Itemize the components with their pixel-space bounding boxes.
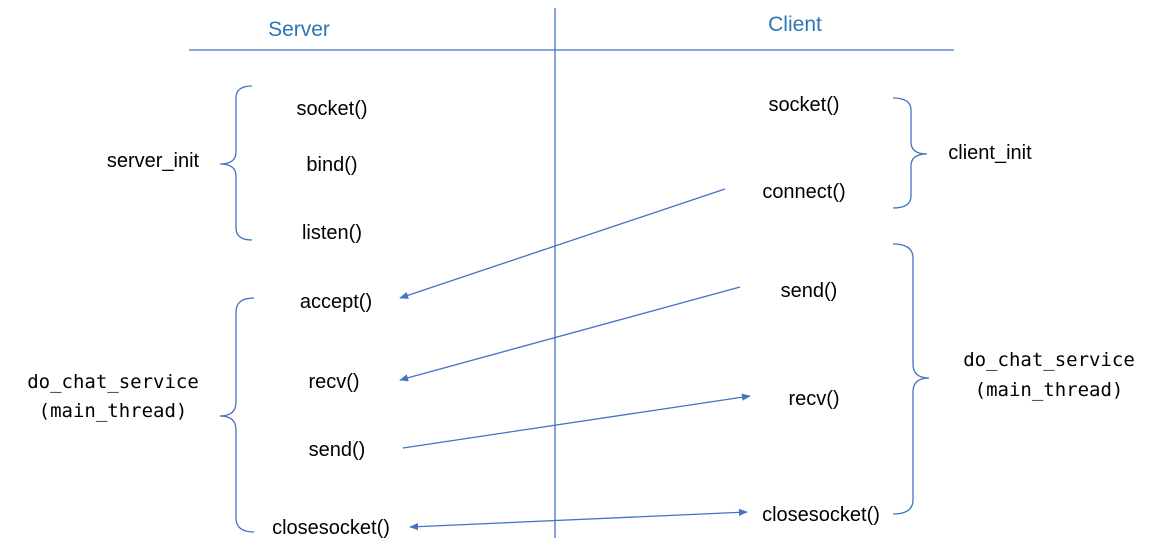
client-init-brace [892,97,928,209]
closesocket-bidirectional-arrow [409,508,748,531]
client-init-label: client_init [948,142,1032,164]
server-closesocket-call: closesocket() [272,517,390,539]
connect-to-accept-arrow [399,188,726,299]
server-recv-call: recv() [308,371,359,393]
server-header: Server [268,18,330,41]
client-chat-label-line2: (main_thread) [975,379,1124,401]
server-init-label: server_init [107,150,200,172]
send-to-recv-arrow [399,286,741,382]
server-send-call: send() [309,439,366,461]
client-connect-call: connect() [762,181,845,203]
server-accept-call: accept() [300,291,372,313]
client-closesocket-call: closesocket() [762,504,880,526]
client-chat-brace [892,243,930,515]
server-listen-call: listen() [302,222,362,244]
client-header: Client [768,13,822,36]
server-socket-call: socket() [296,98,367,120]
server-chat-label-line2: (main_thread) [39,400,188,422]
server-chat-label-line1: do_chat_service [27,371,199,393]
client-socket-call: socket() [768,94,839,116]
server-bind-call: bind() [306,154,357,176]
client-chat-label-line1: do_chat_service [963,349,1135,371]
send-to-client-recv-arrow [402,393,751,449]
server-init-brace [219,85,253,241]
client-send-call: send() [781,280,838,302]
client-recv-call: recv() [788,388,839,410]
server-chat-brace [219,297,255,533]
